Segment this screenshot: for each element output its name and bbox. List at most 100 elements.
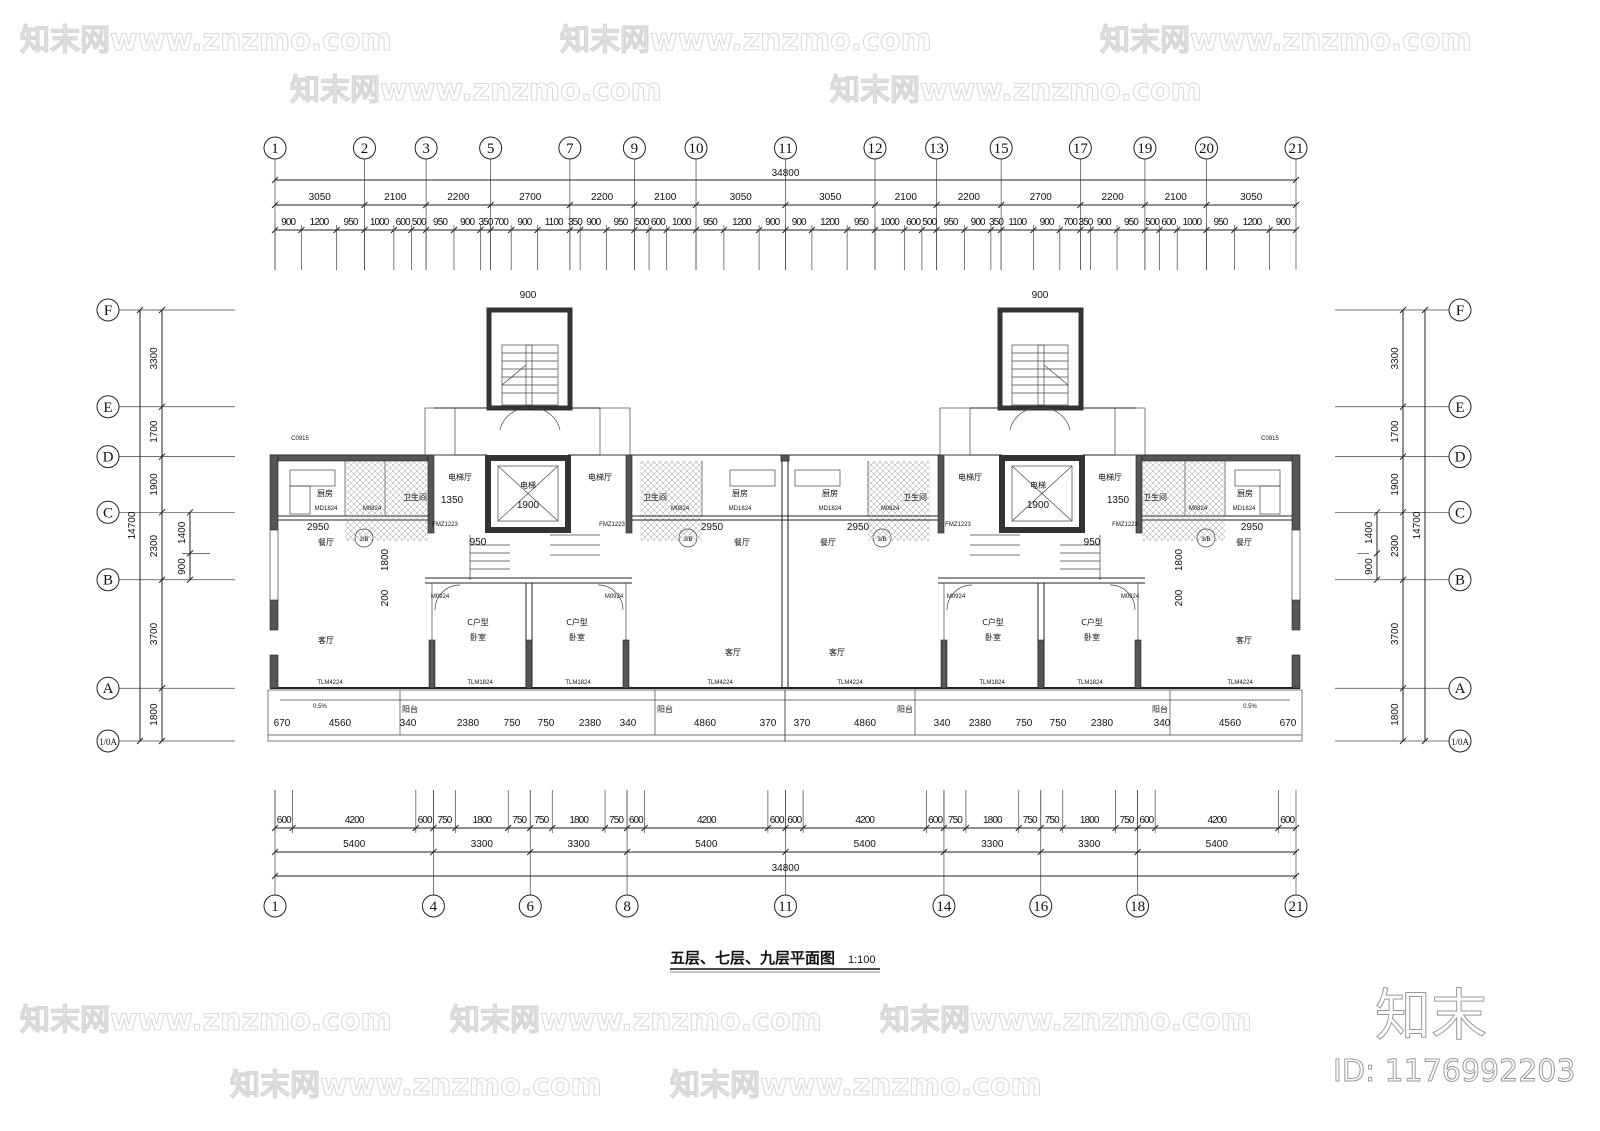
sub-dim-text: 1400 [177,521,188,544]
room-label-bedroom: 卧室 [1084,632,1100,642]
balcony-dim-text: 370 [760,718,777,729]
detail-dim-text: 950 [854,217,869,228]
axis-bubble-7-circle [558,136,582,160]
window-tag: C0915 [1261,436,1279,442]
dimension-tick [1399,403,1407,411]
axis-bubble-F-circle [96,298,120,322]
balcony-dim-text: 4860 [854,718,877,729]
axis-dim-text: 3050 [309,192,332,203]
door-tag: M0824 [671,506,690,512]
axis-bubble-B-label: B [1455,573,1465,589]
detail-dim-text: 1000 [1183,217,1203,228]
axis-dim-text: 1800 [1390,703,1401,726]
dimension-tick [1373,576,1381,584]
axis-dim-text: 3300 [471,839,494,850]
detail-dim-text: 750 [609,815,624,826]
axis-bubble-3-circle [414,136,438,160]
axis-bubble-C-label: C [1455,505,1465,521]
section-mark: 3/B [877,537,886,543]
axis-bubble-12-circle [863,136,887,160]
balcony-dim-text: 2380 [579,718,602,729]
dimension-tick [1292,848,1300,856]
dimension-tick [1141,201,1149,209]
unit-type-label: C户型 [566,617,588,627]
dimension-tick [997,201,1005,209]
overall-dim-text: 14700 [127,511,138,539]
drawing-title-block: 五层、七层、九层平面图 1:100 [670,949,880,973]
axis-bubble-5-circle [479,136,503,160]
dimension-tick [1373,550,1381,557]
dimension-tick [1292,226,1300,234]
axis-bubble-8-circle [615,894,639,918]
axis-dim-text: 3050 [1240,192,1263,203]
dimension-tick [1421,306,1429,314]
axis-dim-text: 3700 [149,622,160,645]
dimension-tick [933,201,940,209]
plan-dim: 950 [1084,537,1101,548]
door-tag: TLM1824 [979,680,1005,686]
detail-dim-text: 600 [787,815,802,826]
axis-bubble-15-label: 15 [994,141,1009,157]
section-mark: 3/B [683,537,692,543]
room-label-living: 客厅 [725,647,741,657]
door-tag: M0924 [605,594,624,600]
plan-dim: 1350 [1107,495,1130,506]
detail-dim-text: 900 [460,217,475,228]
room-label-kitchen: 厨房 [1237,488,1253,498]
detail-dim-text: 1800 [1080,815,1100,826]
detail-dim-text: 1200 [1243,217,1263,228]
slope-tag: 0.5% [313,704,327,710]
sub-dim-text: 1400 [1364,521,1375,544]
detail-dim-text: 1000 [370,217,390,228]
plan-half-left [267,307,790,742]
axis-dim-text: 3300 [149,347,160,370]
balcony-dim-text: 340 [1154,718,1171,729]
logo-id: ID: 1176992203 [1333,1054,1575,1089]
room-label-kitchen: 厨房 [317,488,333,498]
axis-bubble-D-label: D [103,450,114,466]
axis-bubble-15-circle [989,136,1013,160]
plan-dim: 1800 [1174,548,1185,571]
dimension-tick [158,684,166,692]
axis-bubble-1-label: 1 [271,899,279,915]
detail-dim-text: 950 [944,217,959,228]
balcony-dim-text: 670 [1280,718,1297,729]
plan-dim: 2950 [1241,522,1264,533]
dimension-tick [158,737,166,745]
axis-dim-text: 5400 [1206,839,1229,850]
axis-dim-text: 5400 [854,839,877,850]
room-label-bathroom: 卫生间 [903,492,927,502]
detail-dim-text: 4200 [855,815,875,826]
door-window-tags: TLM4224 TLM4224 TLM4224 TLM4224 TLM1824 … [291,436,1279,710]
detail-dim-text: 600 [928,815,943,826]
axis-dim-text: 3050 [819,192,842,203]
axis-bubble-11-circle [774,136,797,160]
sub-dim-text: 900 [177,558,188,575]
axis-bubble-E-circle [1448,395,1472,419]
watermark: 知末网www.znzmo.com [830,73,1202,108]
dimension-tick [782,848,789,856]
balcony-dim-text: 2380 [969,718,992,729]
detail-dim-text: 600 [629,815,644,826]
drawing-title: 五层、七层、九层平面图 [670,949,835,967]
door-tag: FMZ1223 [599,522,625,528]
dimension-tick [271,176,279,184]
axis-bubble-17-circle [1068,136,1092,160]
detail-dim-text: 750 [534,815,549,826]
detail-dim-text: 900 [765,217,780,228]
balcony-dim-text: 2380 [457,718,480,729]
axis-bubble-C-label: C [103,505,113,521]
slope-tag: 0.5% [1243,704,1257,710]
axis-bubble-14-label: 14 [936,899,952,915]
axis-dim-text: 1900 [1390,473,1401,496]
balcony-dim-text: 370 [794,718,811,729]
detail-dim-text: 900 [971,217,986,228]
door-tag: FMZ1223 [1112,522,1138,528]
axis-bubble-16-circle [1029,894,1053,918]
dimension-tick [271,201,279,209]
dimension-tick [1399,576,1407,584]
axis-dim-text: 2100 [654,192,677,203]
watermark: 知末网www.znzmo.com [560,23,932,58]
room-label-elevator-hall: 电梯厅 [448,472,472,482]
